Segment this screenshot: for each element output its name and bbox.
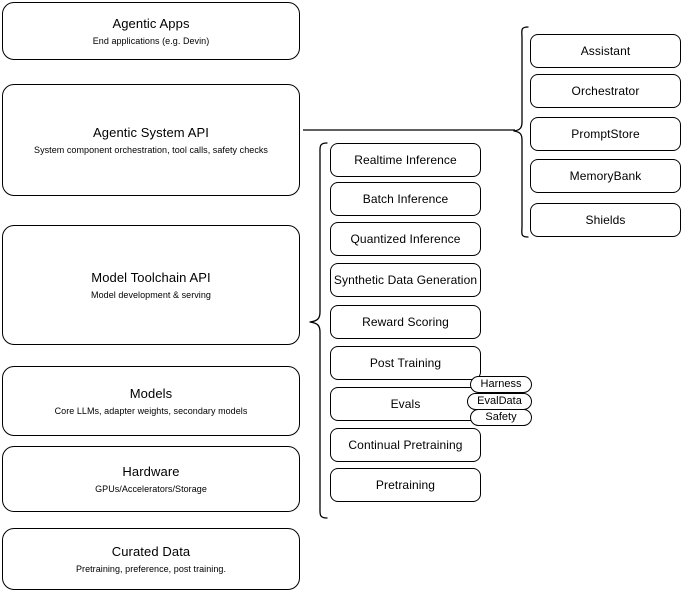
system-item-assistant[interactable]: Assistant [530, 34, 681, 68]
layer-model-toolchain-api[interactable]: Model Toolchain API Model development & … [2, 225, 300, 345]
toolchain-item-label: Post Training [369, 356, 442, 370]
layer-title: Agentic Apps [112, 15, 190, 31]
eval-chip-label: Safety [485, 411, 517, 423]
toolchain-item-pretraining[interactable]: Pretraining [330, 468, 481, 502]
toolchain-item-batch-inference[interactable]: Batch Inference [330, 182, 481, 216]
toolchain-item-post-training[interactable]: Post Training [330, 346, 481, 380]
layer-title: Model Toolchain API [91, 269, 211, 285]
system-item-label: Shields [585, 213, 626, 227]
system-api-brace [513, 26, 529, 238]
layer-subtitle: Model development & serving [91, 289, 211, 300]
toolchain-item-synthetic-data-generation[interactable]: Synthetic Data Generation [330, 263, 481, 297]
layer-subtitle: GPUs/Accelerators/Storage [95, 483, 207, 494]
system-item-label: Orchestrator [571, 84, 640, 98]
system-item-orchestrator[interactable]: Orchestrator [530, 74, 681, 108]
toolchain-item-label: Continual Pretraining [348, 438, 463, 452]
eval-chip-safety[interactable]: Safety [470, 409, 532, 426]
toolchain-item-label: Quantized Inference [350, 232, 461, 246]
layer-agentic-apps[interactable]: Agentic Apps End applications (e.g. Devi… [2, 2, 300, 60]
model-toolchain-brace [309, 142, 328, 519]
layer-subtitle: Pretraining, preference, post training. [75, 563, 227, 574]
layer-title: Models [129, 385, 173, 401]
layer-curated-data[interactable]: Curated Data Pretraining, preference, po… [2, 528, 300, 590]
eval-chip-harness[interactable]: Harness [470, 376, 532, 393]
toolchain-item-label: Synthetic Data Generation [333, 273, 478, 287]
toolchain-item-label: Realtime Inference [354, 153, 457, 167]
layer-subtitle: System component orchestration, tool cal… [34, 144, 268, 155]
eval-chip-evaldata[interactable]: EvalData [467, 393, 532, 410]
layer-subtitle: End applications (e.g. Devin) [92, 35, 210, 46]
toolchain-item-quantized-inference[interactable]: Quantized Inference [330, 222, 481, 256]
toolchain-item-realtime-inference[interactable]: Realtime Inference [330, 143, 481, 177]
system-item-promptstore[interactable]: PromptStore [530, 117, 681, 151]
layer-agentic-system-api[interactable]: Agentic System API System component orch… [2, 84, 300, 196]
toolchain-item-label: Batch Inference [362, 192, 449, 206]
layer-subtitle: Core LLMs, adapter weights, secondary mo… [54, 405, 248, 416]
eval-chip-label: EvalData [477, 395, 522, 407]
layer-title: Agentic System API [93, 124, 209, 140]
system-item-shields[interactable]: Shields [530, 203, 681, 237]
toolchain-item-continual-pretraining[interactable]: Continual Pretraining [330, 428, 481, 462]
layer-models[interactable]: Models Core LLMs, adapter weights, secon… [2, 366, 300, 436]
toolchain-item-evals[interactable]: Evals [330, 387, 481, 421]
toolchain-item-label: Pretraining [375, 478, 436, 492]
eval-chip-label: Harness [480, 378, 522, 390]
system-item-memorybank[interactable]: MemoryBank [530, 159, 681, 193]
toolchain-item-label: Evals [390, 397, 421, 411]
layer-title: Hardware [122, 463, 180, 479]
system-item-label: MemoryBank [569, 169, 642, 183]
toolchain-item-label: Reward Scoring [362, 315, 449, 329]
system-item-label: Assistant [580, 44, 631, 58]
toolchain-item-reward-scoring[interactable]: Reward Scoring [330, 305, 481, 339]
layer-hardware[interactable]: Hardware GPUs/Accelerators/Storage [2, 446, 300, 512]
system-item-label: PromptStore [571, 127, 640, 141]
layer-title: Curated Data [111, 543, 191, 559]
